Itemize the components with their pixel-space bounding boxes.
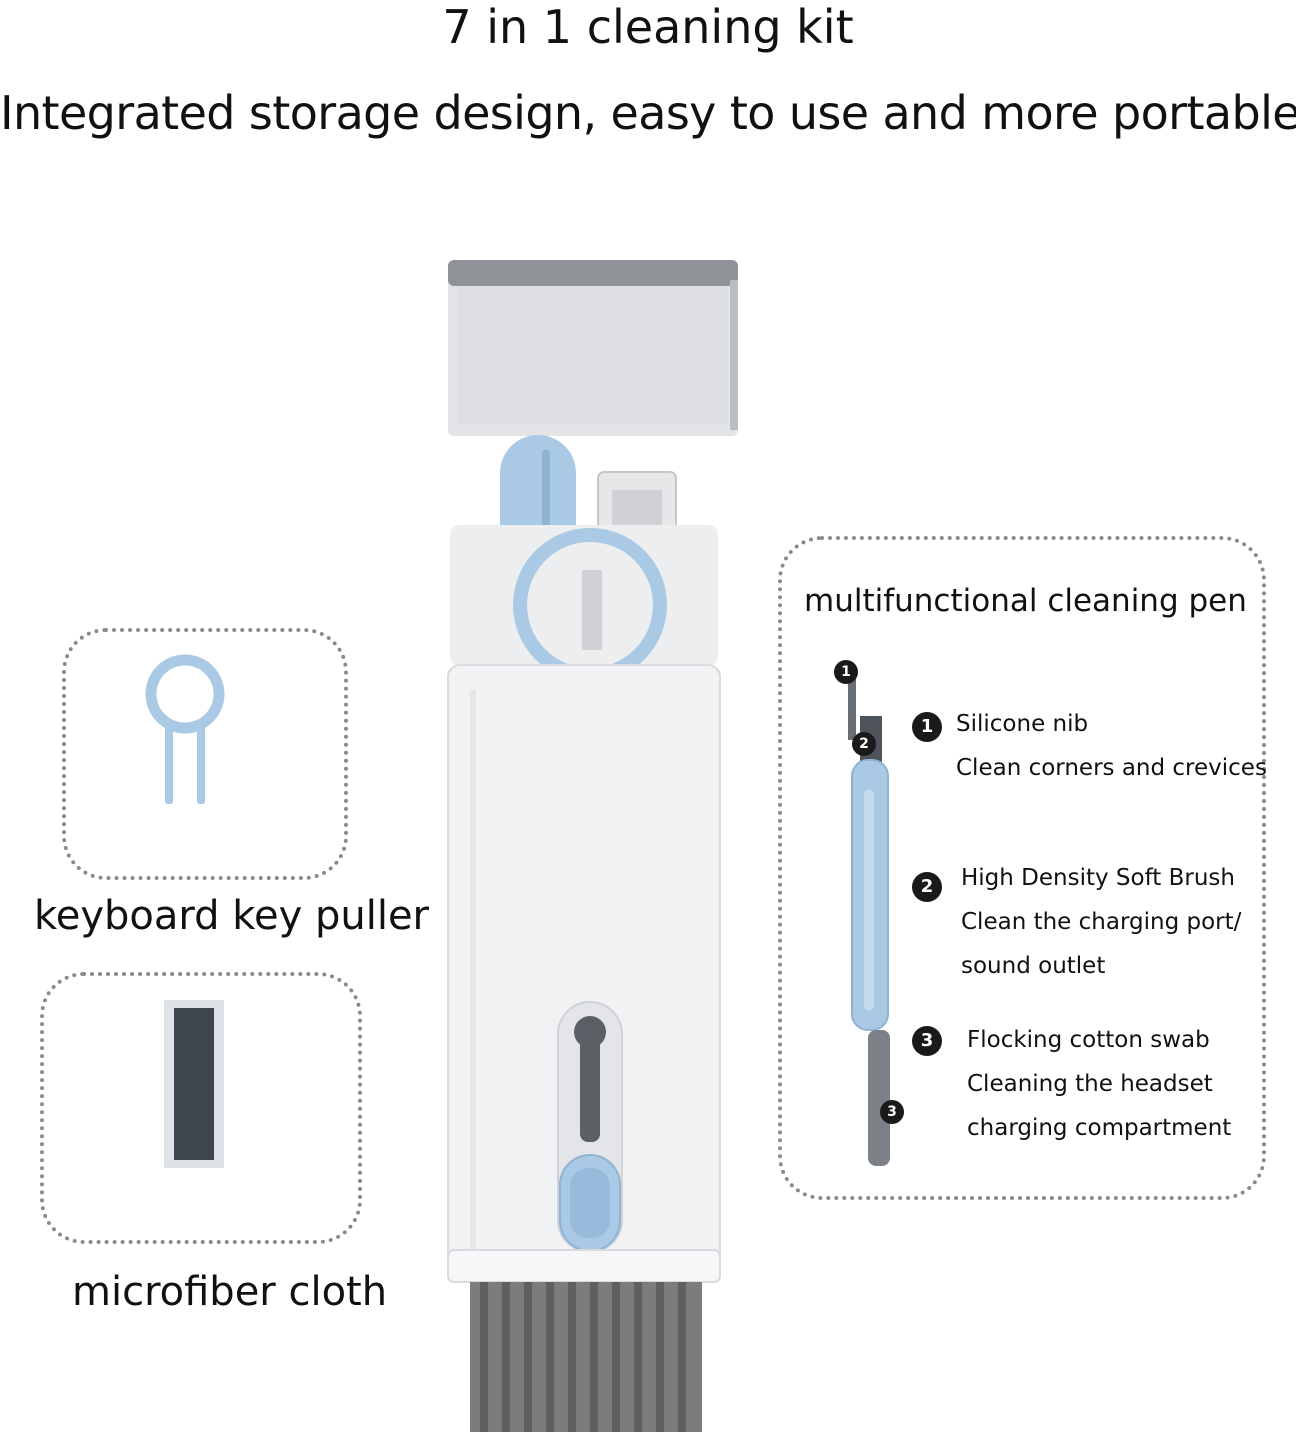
feature-2-desc-line-1: Clean the charging port/ (961, 909, 1242, 935)
feature-3: Flocking cotton swab Cleaning the headse… (967, 1018, 1231, 1150)
pen-marker-2: 2 (852, 732, 876, 756)
feature-number-1: 1 (912, 712, 942, 742)
feature-number-2: 2 (912, 872, 942, 902)
cleaning-pen-illustration (848, 670, 890, 1166)
key-puller-label: keyboard key puller (34, 893, 429, 939)
microfiber-cloth-icon (164, 1000, 224, 1168)
feature-3-name: Flocking cotton swab (967, 1027, 1210, 1053)
pen-marker-1: 1 (834, 660, 858, 684)
key-puller-icon (145, 654, 225, 804)
feature-1: Silicone nib Clean corners and crevices (956, 702, 1267, 790)
feature-1-name: Silicone nib (956, 711, 1089, 737)
feature-1-desc-line-1: Clean corners and crevices (956, 755, 1267, 781)
pen-marker-3: 3 (880, 1100, 904, 1124)
microfiber-cloth-label: microfiber cloth (72, 1269, 388, 1315)
page-subtitle: Integrated storage design, easy to use a… (0, 86, 1296, 140)
page-title: 7 in 1 cleaning kit (442, 0, 854, 54)
cleaning-pen-title: multifunctional cleaning pen (804, 583, 1247, 619)
feature-2-desc-line-2: sound outlet (961, 953, 1106, 979)
feature-3-desc-line-2: charging compartment (967, 1115, 1232, 1141)
cleaning-kit-illustration (447, 260, 738, 1432)
feature-number-3: 3 (912, 1026, 942, 1056)
feature-2: High Density Soft Brush Clean the chargi… (961, 856, 1241, 988)
microfiber-cloth-box (40, 972, 362, 1244)
feature-3-desc-line-1: Cleaning the headset (967, 1071, 1213, 1097)
feature-2-name: High Density Soft Brush (961, 865, 1235, 891)
key-puller-box (62, 628, 348, 880)
